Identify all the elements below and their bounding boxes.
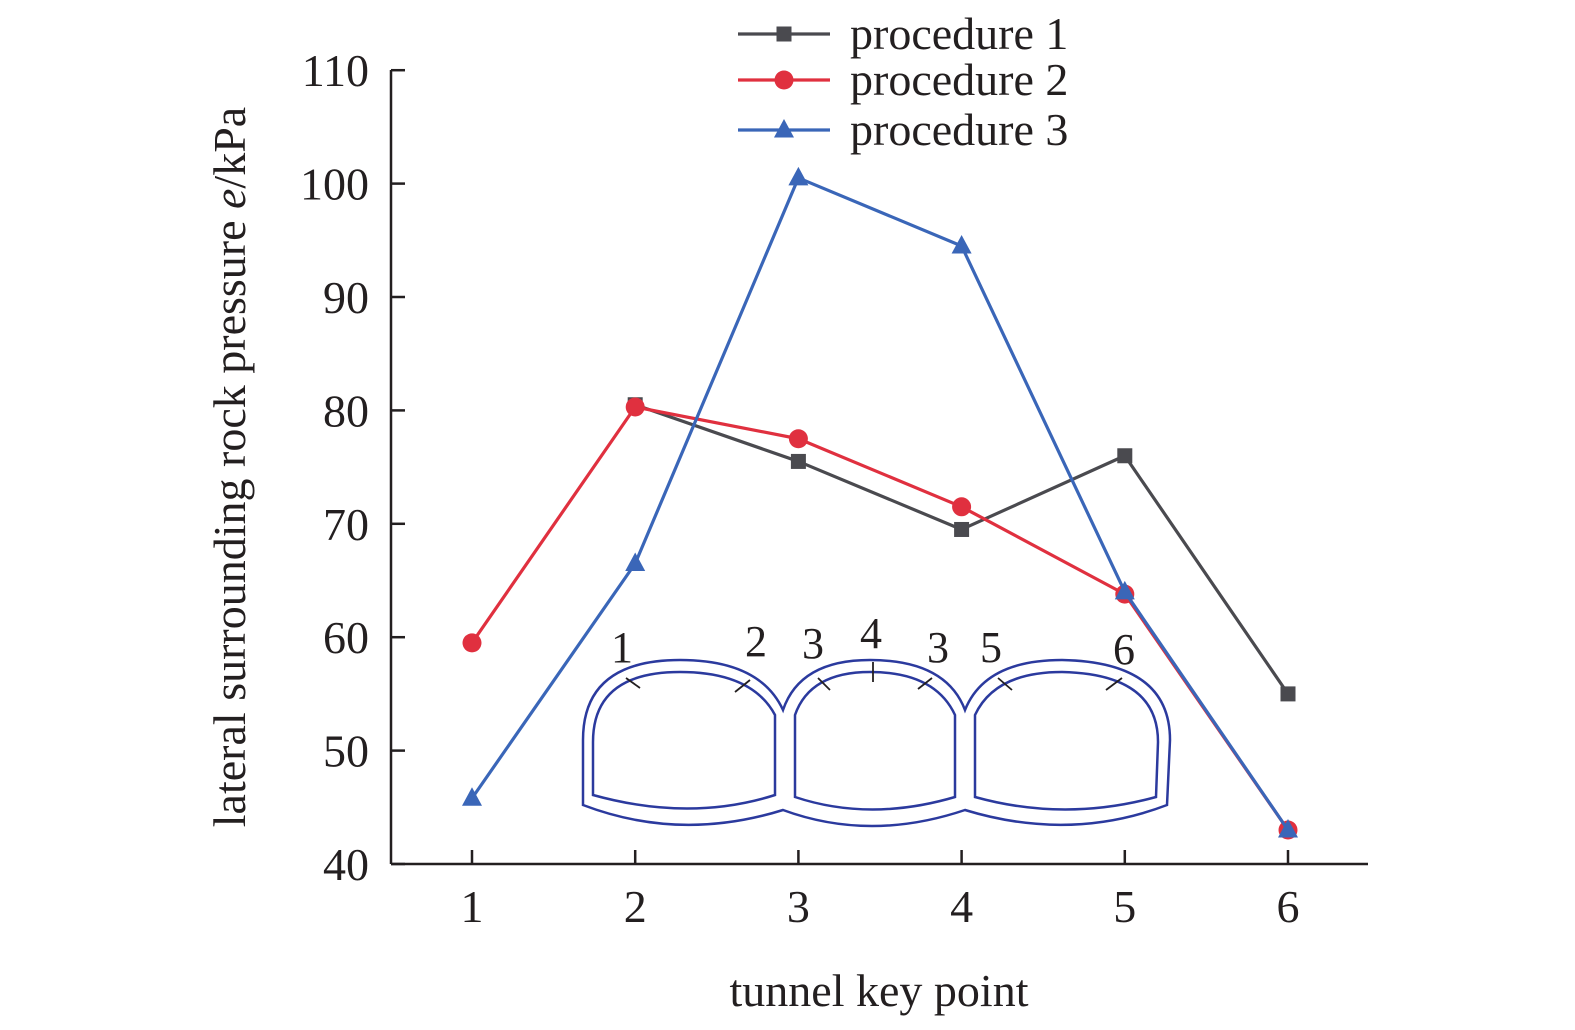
x-tick-label: 6 — [1277, 881, 1300, 932]
y-tick-label: 70 — [323, 499, 369, 550]
tunnel-lining-outer — [581, 658, 1172, 828]
data-point-procedure-2 — [462, 633, 482, 653]
data-point-procedure-3 — [1278, 818, 1298, 838]
x-tick-label: 4 — [950, 881, 973, 932]
y-tick-label: 50 — [323, 726, 369, 777]
data-point-procedure-1 — [1117, 448, 1133, 464]
y-tick-label: 100 — [300, 159, 369, 210]
tunnel-cross-section-diagram: 1 2 3 4 3 5 6 — [581, 609, 1172, 828]
x-tick-label: 2 — [624, 881, 647, 932]
axes — [389, 70, 1368, 866]
tunnel-bore-3 — [973, 670, 1160, 811]
x-axis-title: tunnel key point — [730, 965, 1029, 1016]
legend-item-procedure-1: procedure 1 — [738, 8, 1068, 59]
y-tick-label: 40 — [323, 839, 369, 890]
inset-label-3b: 3 — [927, 623, 949, 672]
data-point-procedure-1 — [954, 521, 970, 537]
key-point-tick-5 — [997, 677, 1013, 691]
x-tick-label: 3 — [787, 881, 810, 932]
legend-label: procedure 2 — [850, 54, 1068, 105]
data-point-procedure-3 — [462, 787, 482, 806]
inset-label-1: 1 — [611, 623, 633, 672]
data-point-procedure-3 — [788, 166, 809, 186]
y-tick-label: 60 — [323, 612, 369, 663]
key-point-tick-6 — [1105, 677, 1123, 691]
inset-label-6: 6 — [1113, 625, 1135, 674]
x-tick-label: 1 — [461, 881, 484, 932]
inset-label-3a: 3 — [802, 619, 824, 668]
key-point-tick-3b — [917, 677, 933, 690]
series-procedure-1 — [627, 397, 1296, 702]
inset-label-5: 5 — [980, 623, 1002, 672]
legend-marker-square — [776, 26, 792, 42]
legend-item-procedure-3: procedure 3 — [738, 104, 1068, 155]
data-point-procedure-3 — [625, 552, 646, 571]
tunnel-bore-2 — [793, 670, 957, 811]
data-point-procedure-2 — [788, 429, 808, 449]
inset-label-2: 2 — [745, 617, 767, 666]
y-tick-label: 80 — [323, 385, 369, 436]
data-point-procedure-2 — [952, 497, 972, 517]
key-point-tick-3a — [817, 677, 831, 691]
series-line-procedure-1 — [634, 403, 1290, 695]
y-tick-label: 110 — [302, 45, 369, 96]
legend-label: procedure 1 — [850, 8, 1068, 59]
data-point-procedure-1 — [1280, 686, 1296, 702]
series-procedure-3 — [462, 166, 1298, 838]
y-axis-title-unit: /kPa — [204, 107, 255, 189]
data-point-procedure-1 — [790, 453, 806, 469]
inset-label-4: 4 — [860, 609, 882, 658]
data-point-procedure-3 — [1114, 580, 1135, 600]
key-point-tick-2 — [734, 679, 751, 693]
data-point-procedure-2 — [625, 397, 645, 417]
legend-marker-circle — [774, 70, 794, 90]
legend-marker-triangle — [774, 119, 794, 138]
y-tick-label: 90 — [323, 272, 369, 323]
y-axis-title-symbol: e — [204, 189, 255, 209]
y-axis-title: lateral surrounding rock pressure e/kPa — [204, 107, 255, 827]
data-point-procedure-3 — [951, 234, 972, 254]
y-axis-title-prefix: lateral surrounding rock pressure — [204, 209, 255, 827]
key-point-tick-1 — [625, 677, 641, 689]
tunnel-lining-inner — [591, 670, 777, 810]
x-tick-label: 5 — [1113, 881, 1136, 932]
legend-label: procedure 3 — [850, 104, 1068, 155]
legend-item-procedure-2: procedure 2 — [738, 54, 1068, 105]
series-line-procedure-3 — [470, 176, 1290, 831]
